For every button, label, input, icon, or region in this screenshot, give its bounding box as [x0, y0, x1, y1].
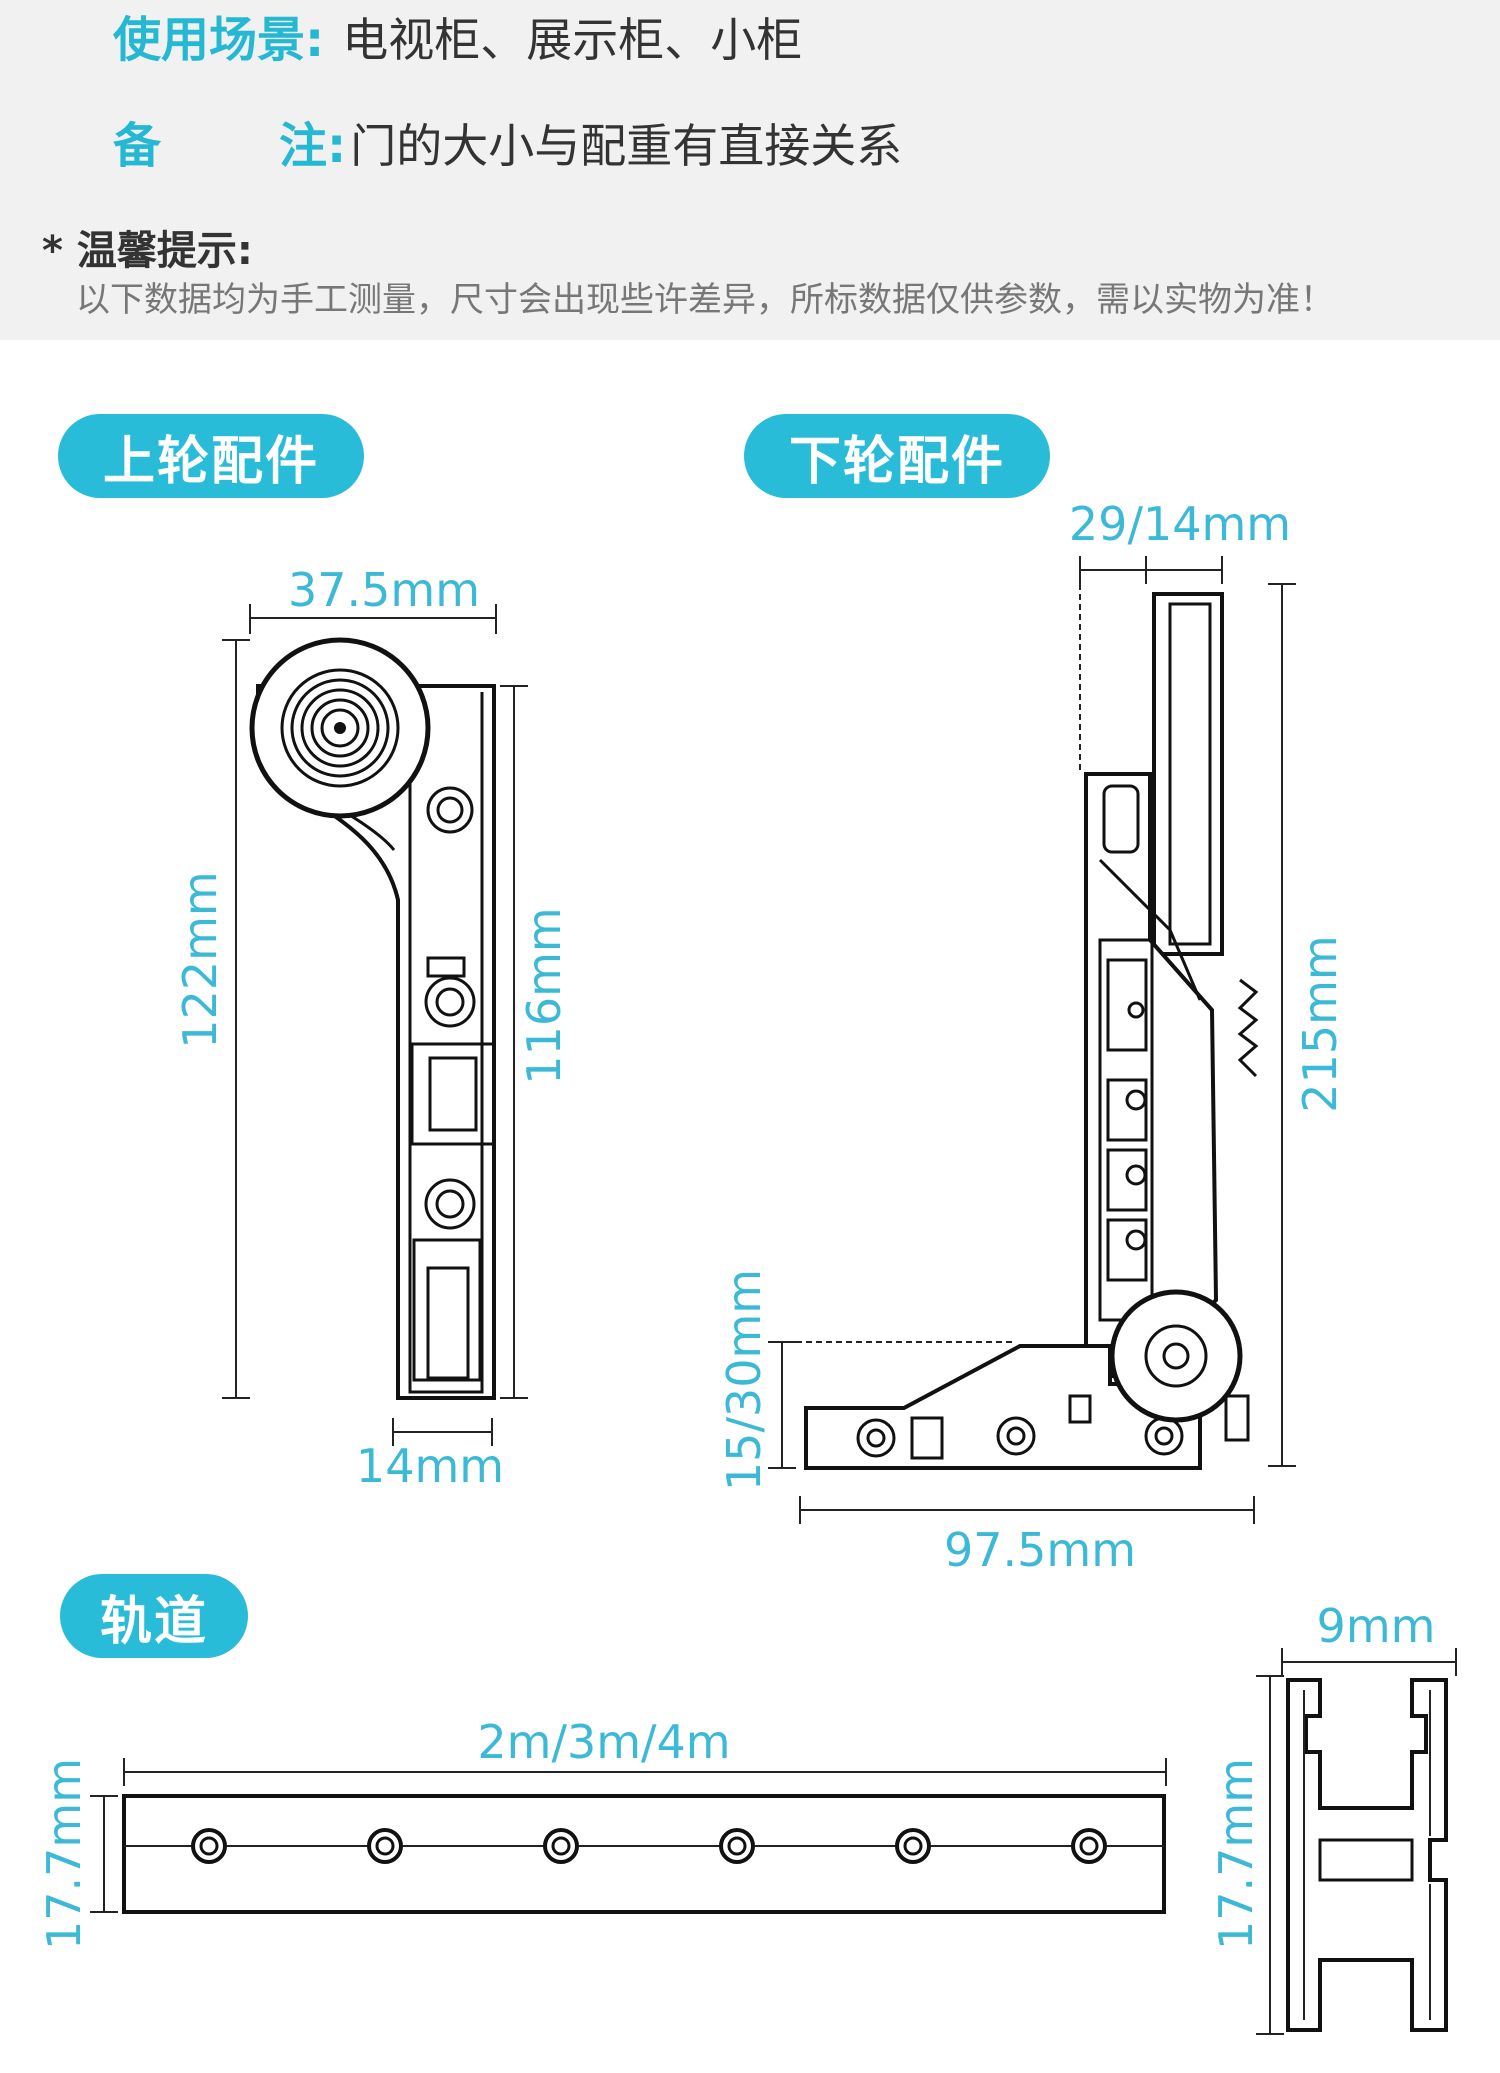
note-row: 备 注: 门的大小与配重有直接关系 — [113, 106, 902, 176]
tip-text: 以下数据均为手工测量，尺寸会出现些许差异，所标数据仅供参数，需以实物为准！ — [76, 280, 1334, 320]
lower-top-width-label: 29/14mm — [1069, 497, 1291, 551]
lower-base-height-label: 15/30mm — [717, 1269, 771, 1491]
lower-wheel-drawing: 29/14mm 215mm 15/30mm 97.5mm — [717, 497, 1347, 1577]
lower-wheel-pill: 下轮配件 — [744, 414, 1050, 498]
upper-width-label: 37.5mm — [288, 563, 480, 617]
usage-label: 使用场景: — [113, 12, 325, 68]
usage-row: 使用场景: 电视柜、展示柜、小柜 — [113, 0, 802, 70]
track-holes — [191, 1828, 1107, 1864]
spec-panel: 使用场景: 电视柜、展示柜、小柜 备 注: 门的大小与配重有直接关系 * 温馨提… — [0, 0, 1500, 340]
track-drawing: 2m/3m/4m 17.7mm — [37, 1715, 1167, 1950]
track-length-label: 2m/3m/4m — [477, 1715, 730, 1769]
profile-drawing: 9mm 17.7mm — [1209, 1599, 1457, 2035]
track-height-label: 17.7mm — [37, 1758, 91, 1950]
tip-title: * 温馨提示: — [42, 228, 253, 274]
upper-wheel-pill: 上轮配件 — [58, 414, 364, 498]
track-pill: 轨道 — [60, 1574, 248, 1658]
lower-width-label: 97.5mm — [944, 1523, 1136, 1577]
note-value: 门的大小与配重有直接关系 — [350, 119, 903, 173]
profile-width-label: 9mm — [1317, 1599, 1436, 1653]
upper-bottom-width-label: 14mm — [356, 1439, 504, 1493]
upper-height-outer-label: 122mm — [173, 871, 227, 1048]
profile-height-label: 17.7mm — [1209, 1758, 1263, 1950]
usage-value: 电视柜、展示柜、小柜 — [342, 13, 803, 67]
note-label-1: 备 — [113, 118, 162, 174]
note-label-2: 注: — [279, 118, 347, 174]
upper-height-inner-label: 116mm — [517, 907, 571, 1084]
upper-wheel-drawing: 37.5mm 122mm 116mm 14mm — [173, 563, 571, 1493]
lower-height-label: 215mm — [1293, 935, 1347, 1112]
